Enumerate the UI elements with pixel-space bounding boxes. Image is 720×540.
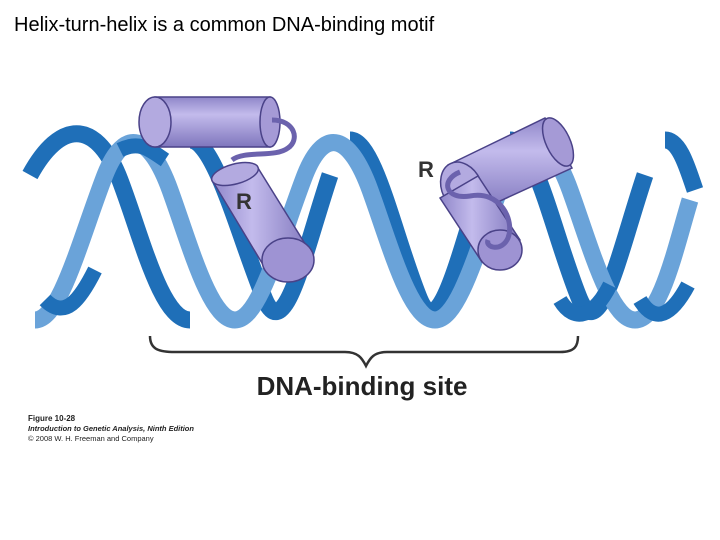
repressor-label-left: R: [236, 189, 252, 214]
right-turn-loop: [445, 169, 513, 250]
binding-site-bracket: [148, 335, 580, 369]
left-turn-loop: [230, 117, 297, 163]
left-recognition-helix-top: [138, 96, 281, 148]
figure-number: Figure 10-28: [28, 414, 76, 423]
left-recognition-helix-bottom: [210, 161, 315, 283]
copyright: © 2008 W. H. Freeman and Company: [28, 434, 154, 443]
binding-site-label: DNA-binding site: [257, 371, 468, 401]
dna-back-strand-crossings: [39, 138, 695, 322]
figure-caption: Figure 10-28 Introduction to Genetic Ana…: [28, 414, 194, 444]
book-title: Introduction to Genetic Analysis, Ninth …: [28, 424, 194, 433]
slide-title: Helix-turn-helix is a common DNA-binding…: [14, 14, 435, 36]
repressor-label-right: R: [418, 157, 434, 182]
